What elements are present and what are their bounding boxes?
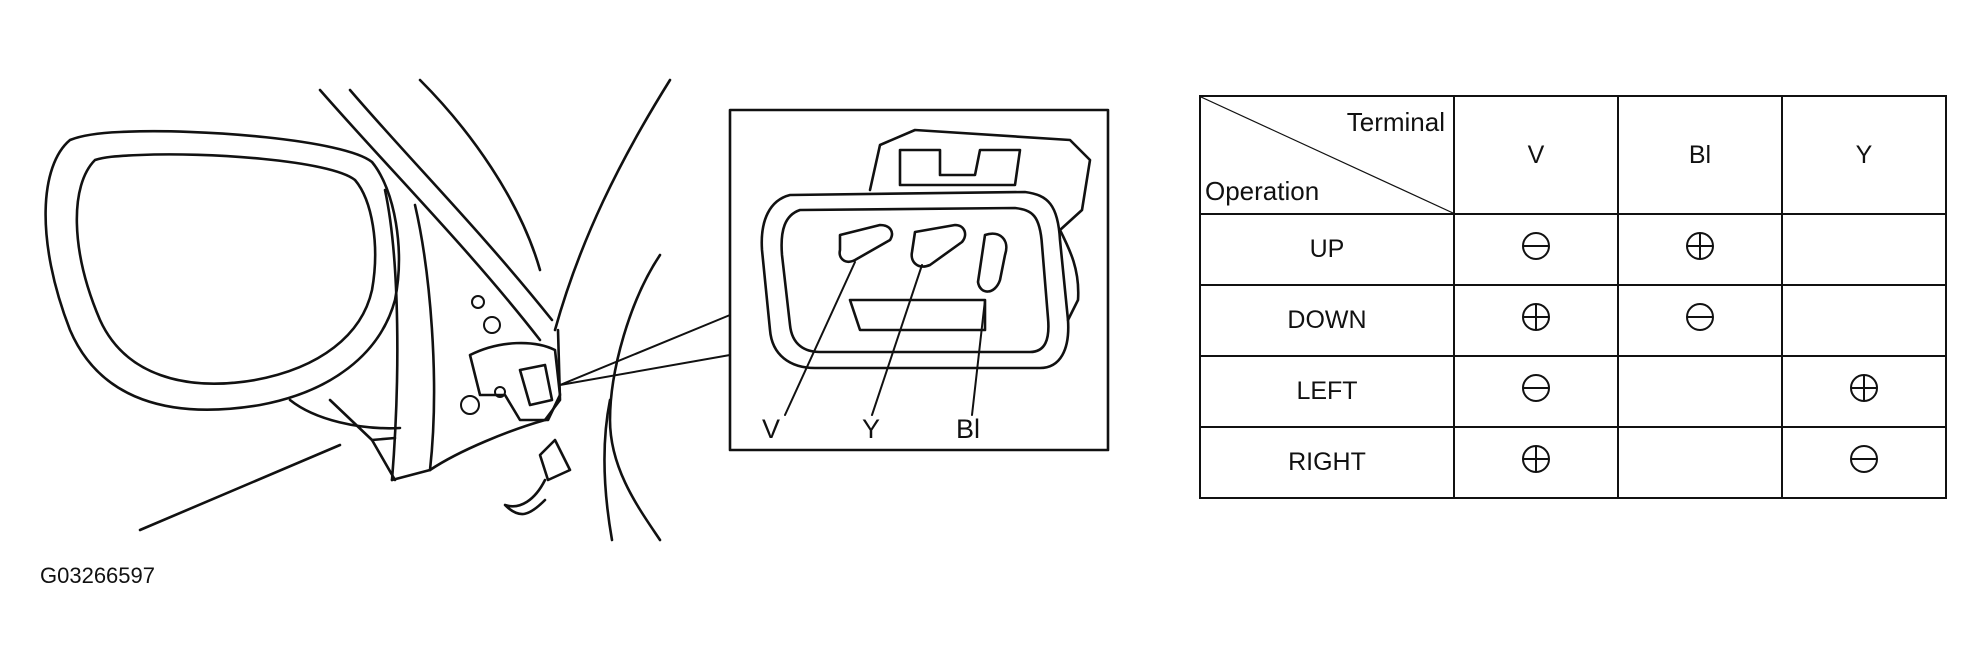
table-header-row: Terminal Operation V Bl Y xyxy=(1199,95,1947,215)
plus-terminal-icon xyxy=(1684,230,1716,262)
connector-label-v: V xyxy=(762,414,780,444)
operation-label: UP xyxy=(1199,213,1455,286)
terminal-header: Bl xyxy=(1617,95,1783,215)
terminal-operation-table: Terminal Operation V Bl Y UP DOWN LEFT R… xyxy=(1199,95,1947,499)
minus-terminal-icon xyxy=(1520,372,1552,404)
terminal-header: Y xyxy=(1781,95,1947,215)
table-cell xyxy=(1781,213,1947,286)
corner-diagonal xyxy=(1201,97,1453,213)
table-row: RIGHT xyxy=(1199,426,1947,499)
table-cell xyxy=(1453,284,1619,357)
table-cell xyxy=(1617,355,1783,428)
corner-label-terminal: Terminal xyxy=(1346,107,1445,137)
plus-terminal-icon xyxy=(1520,301,1552,333)
table-corner-cell: Terminal Operation xyxy=(1199,95,1455,215)
table-cell xyxy=(1781,284,1947,357)
outside-mirror-drawing xyxy=(44,78,672,542)
table-row: LEFT xyxy=(1199,355,1947,428)
table-cell xyxy=(1781,426,1947,499)
figure-code: G03266597 xyxy=(40,563,155,588)
operation-label: LEFT xyxy=(1199,355,1455,428)
minus-terminal-icon xyxy=(1848,443,1880,475)
plus-terminal-icon xyxy=(1848,372,1880,404)
zoom-callout-lines xyxy=(559,314,731,386)
terminal-header: V xyxy=(1453,95,1619,215)
table-cell xyxy=(1617,426,1783,499)
connector-label-bl: Bl xyxy=(956,414,980,444)
plus-terminal-icon xyxy=(1520,443,1552,475)
operation-label: RIGHT xyxy=(1199,426,1455,499)
corner-label-operation: Operation xyxy=(1205,176,1320,206)
table-cell xyxy=(1617,213,1783,286)
minus-terminal-icon xyxy=(1520,230,1552,262)
operation-label: DOWN xyxy=(1199,284,1455,357)
table-cell xyxy=(1453,426,1619,499)
table-cell xyxy=(1453,213,1619,286)
table-row: UP xyxy=(1199,213,1947,286)
table-cell xyxy=(1781,355,1947,428)
table-cell xyxy=(1453,355,1619,428)
minus-terminal-icon xyxy=(1684,301,1716,333)
table-cell xyxy=(1617,284,1783,357)
connector-label-y: Y xyxy=(862,414,880,444)
connector-closeup: V Y Bl xyxy=(728,108,1110,452)
table-row: DOWN xyxy=(1199,284,1947,357)
